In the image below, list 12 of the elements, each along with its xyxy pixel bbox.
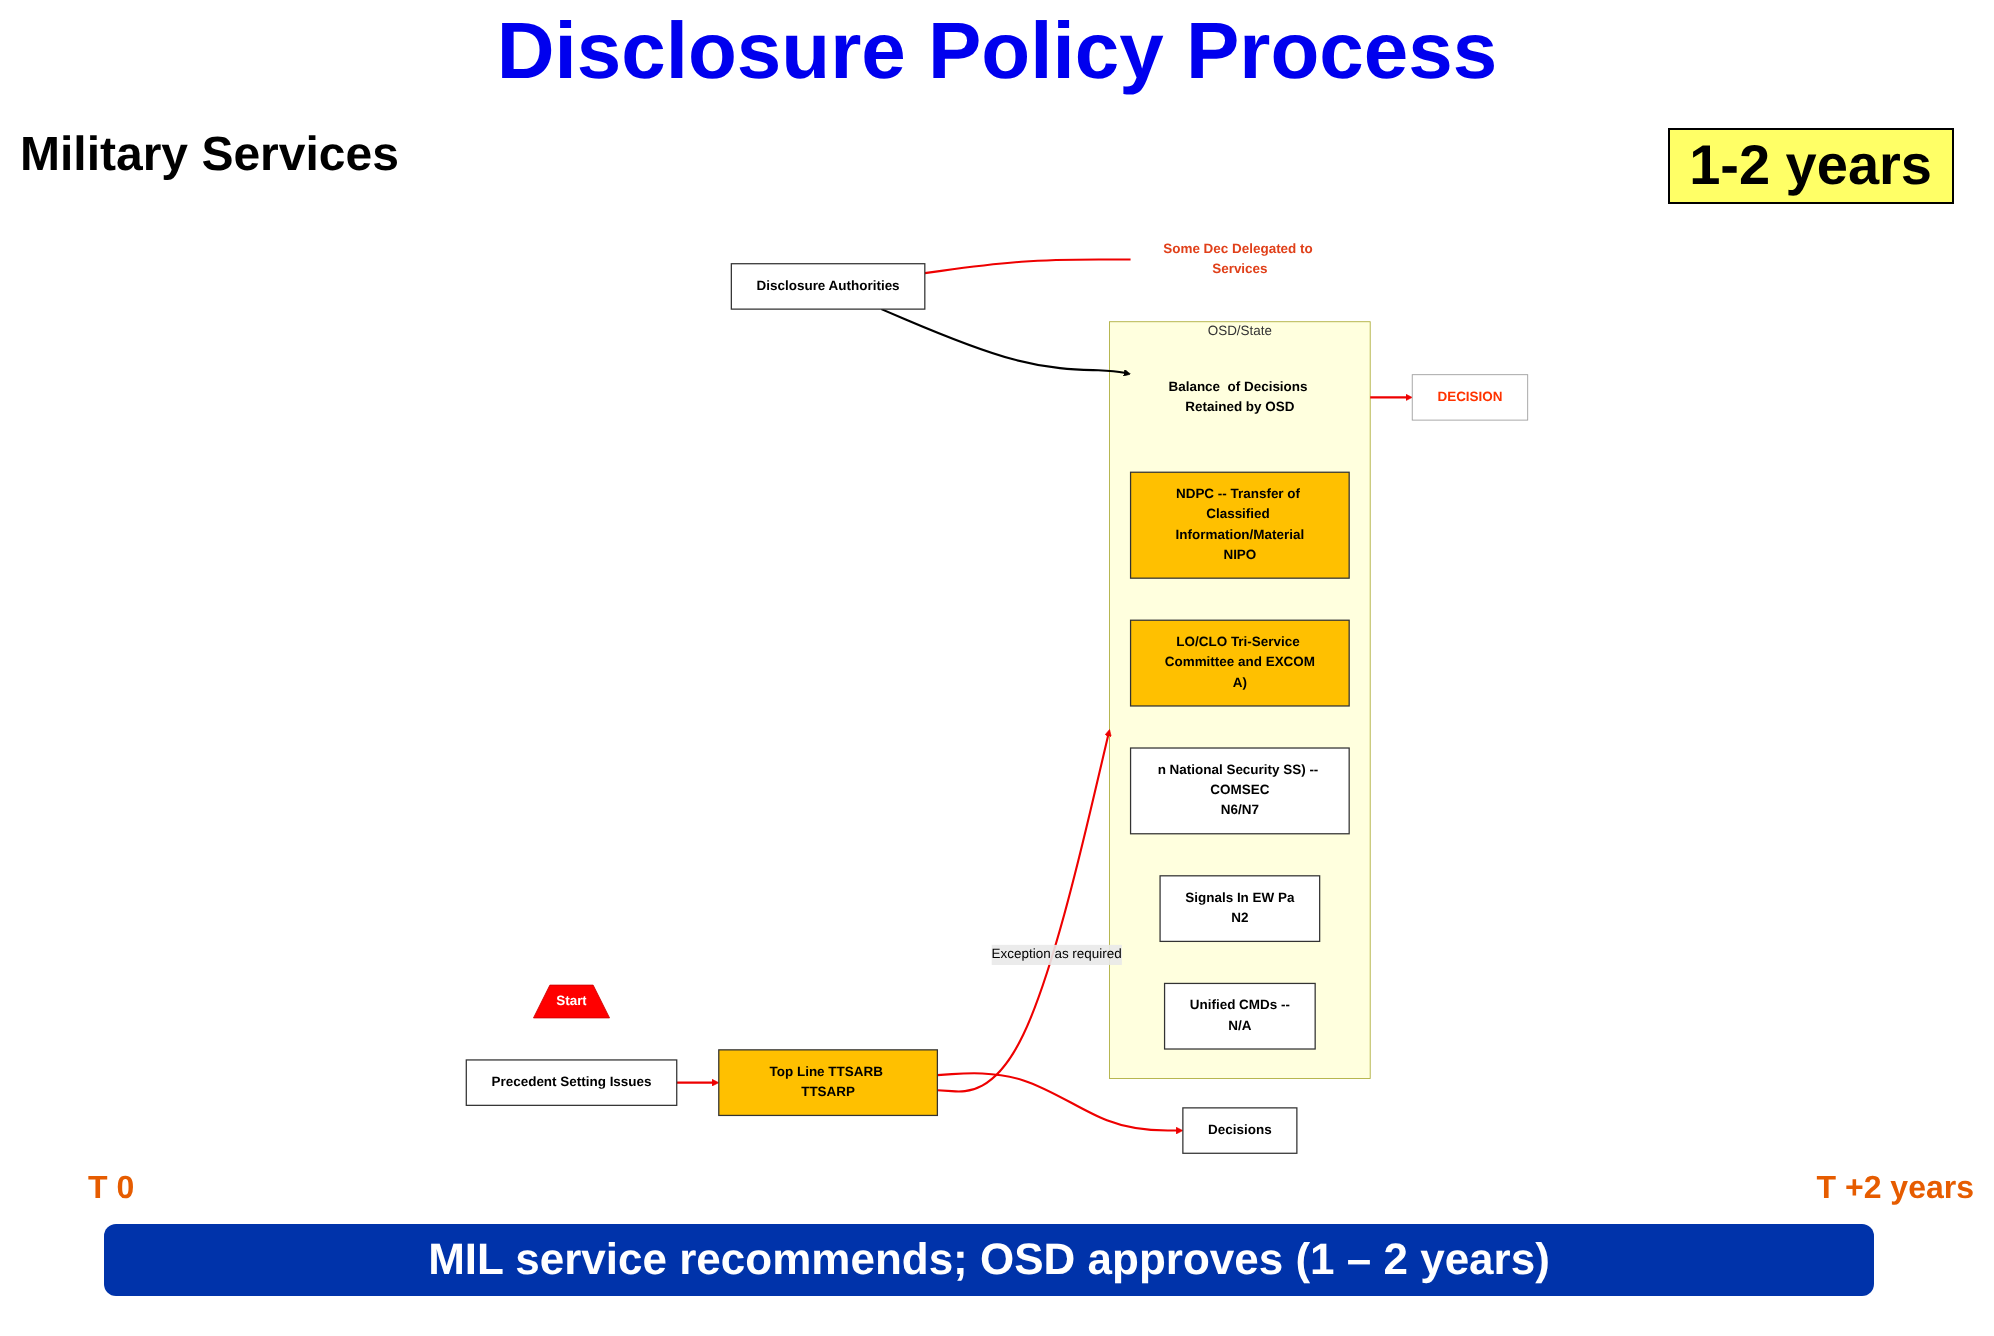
arrow [676, 1078, 720, 1087]
region-heading: Military Services [20, 128, 399, 184]
caption-banner: MIL service recommends; OSD approves (1 – 2 years) [104, 1224, 1874, 1296]
timeline-start-label: T 0 [88, 1172, 135, 1208]
arrow [880, 308, 1131, 377]
timeline-end-label: T +2 years [1816, 1172, 1974, 1208]
arrow [937, 1072, 1184, 1135]
arrow [937, 729, 1112, 1093]
title: Disclosure Policy Process [494, 8, 1500, 98]
connector [924, 258, 1131, 275]
arrow [1370, 393, 1413, 402]
duration-label: 1-2 years [1667, 128, 1954, 204]
